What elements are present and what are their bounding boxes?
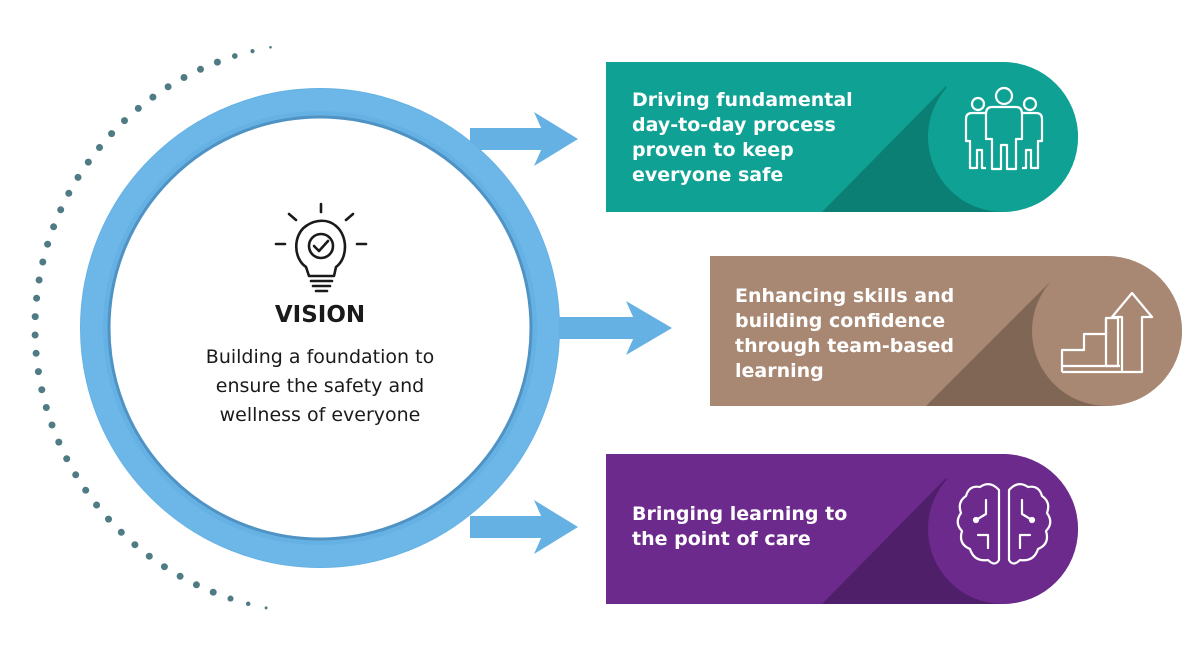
orbit-dot xyxy=(42,404,50,411)
vision-description-line: wellness of everyone xyxy=(219,404,421,426)
dotted-orbit-arc xyxy=(31,45,272,610)
orbit-dot xyxy=(192,581,200,589)
orbit-dot xyxy=(63,455,71,463)
orbit-dot xyxy=(197,65,204,73)
panel-text-line: Enhancing skills and xyxy=(735,285,955,307)
orbit-dot xyxy=(39,258,47,266)
orbit-dot xyxy=(108,130,116,138)
panel-text-line: everyone safe xyxy=(632,164,784,186)
arrow-to-care xyxy=(470,500,578,554)
vision-ring xyxy=(80,88,560,568)
orbit-dot xyxy=(31,313,39,321)
orbit-dot xyxy=(227,595,234,602)
panel-text-line: proven to keep xyxy=(632,139,794,161)
orbit-dot xyxy=(57,206,65,214)
orbit-dot xyxy=(82,486,90,494)
orbit-dot xyxy=(160,563,168,571)
orbit-dot xyxy=(117,528,125,536)
orbit-dot xyxy=(145,552,153,560)
orbit-dot xyxy=(44,240,52,248)
people-group-icon xyxy=(964,86,1044,171)
vision-description: Building a foundation to ensure the safe… xyxy=(170,343,470,430)
orbit-dot xyxy=(34,368,42,376)
panel-safety xyxy=(606,62,1078,212)
panel-care-text: Bringing learning to the point of care xyxy=(632,502,847,552)
orbit-dot xyxy=(264,606,268,610)
panel-text-line: Bringing learning to xyxy=(632,503,848,525)
orbit-dot xyxy=(209,588,217,596)
panel-text-line: building confidence xyxy=(735,310,946,332)
panel-care xyxy=(606,454,1078,604)
orbit-dot xyxy=(84,158,92,166)
panel-text-line: through team-based xyxy=(735,335,954,357)
panel-skills xyxy=(710,256,1182,406)
panel-text-line: day-to-day process xyxy=(632,114,836,136)
orbit-dot xyxy=(131,541,139,549)
orbit-dot xyxy=(231,53,238,59)
vision-description-line: Building a foundation to xyxy=(205,346,435,368)
orbit-dot xyxy=(35,276,43,284)
orbit-dot xyxy=(176,572,184,580)
orbit-dot xyxy=(245,601,251,607)
panel-text-line: the point of care xyxy=(632,528,811,550)
panel-text-line: Driving fundamental xyxy=(632,89,853,111)
orbit-dot xyxy=(250,49,255,54)
panel-skills-text: Enhancing skills and building confidence… xyxy=(735,284,954,384)
vision-title: VISION xyxy=(274,302,366,328)
orbit-dot xyxy=(72,471,80,479)
lightbulb-check-icon xyxy=(274,202,368,293)
brain-icon xyxy=(956,483,1052,565)
growth-steps-arrow-icon xyxy=(1060,291,1154,374)
arrow-to-skills xyxy=(540,301,672,355)
orbit-dot xyxy=(180,74,188,81)
panel-safety-text: Driving fundamental day-to-day process p… xyxy=(632,88,853,188)
orbit-dot xyxy=(33,294,41,302)
orbit-dot xyxy=(48,421,56,429)
panel-text-line: learning xyxy=(735,360,824,382)
orbit-dot xyxy=(50,223,58,231)
orbit-dot xyxy=(269,45,272,49)
orbit-dot xyxy=(121,117,128,125)
vision-description-line: ensure the safety and xyxy=(215,375,425,397)
orbit-dot xyxy=(149,93,157,101)
orbit-dot xyxy=(55,438,63,446)
orbit-dot xyxy=(134,104,142,112)
orbit-dot xyxy=(105,515,112,523)
orbit-dot xyxy=(164,83,172,91)
orbit-dot xyxy=(38,386,46,394)
orbit-dot xyxy=(65,189,73,197)
orbit-dot xyxy=(213,58,221,66)
orbit-dot xyxy=(93,501,101,509)
orbit-dot xyxy=(74,173,82,181)
orbit-dot xyxy=(96,144,103,151)
orbit-dot xyxy=(32,349,40,357)
arrow-to-safety xyxy=(470,112,578,166)
orbit-dot xyxy=(31,331,39,339)
